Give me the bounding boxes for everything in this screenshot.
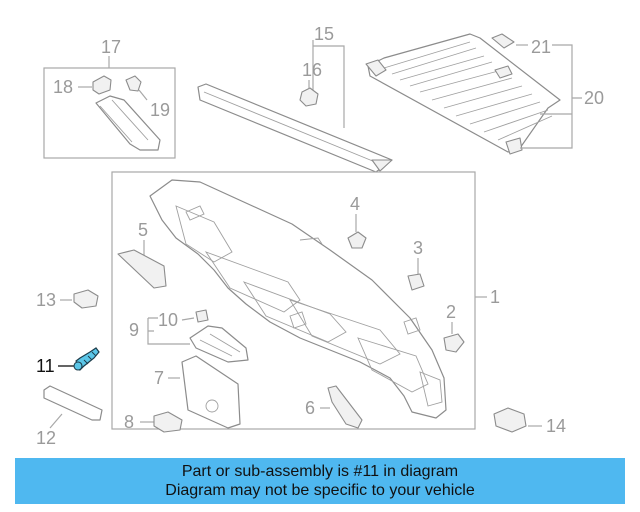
callout-21[interactable]: 21: [531, 37, 551, 57]
callout-9[interactable]: 9: [129, 320, 139, 340]
part-group-17: 17 18 19: [43, 37, 176, 159]
callout-7[interactable]: 7: [154, 368, 164, 388]
part-4[interactable]: [347, 231, 367, 249]
callout-13[interactable]: 13: [36, 290, 56, 310]
callout-16[interactable]: 16: [302, 60, 322, 80]
banner-line-2: Diagram may not be specific to your vehi…: [165, 482, 475, 499]
callout-11[interactable]: 11: [36, 356, 55, 376]
callout-12[interactable]: 12: [36, 428, 56, 448]
callout-4[interactable]: 4: [350, 194, 360, 214]
part-13[interactable]: [73, 289, 99, 309]
callout-18[interactable]: 18: [53, 77, 73, 97]
part-16-clip[interactable]: [299, 87, 319, 107]
part-12: 12: [36, 385, 103, 448]
rail-strip[interactable]: [197, 83, 393, 173]
callout-15[interactable]: 15: [314, 24, 334, 44]
part-18-clip[interactable]: [92, 75, 112, 95]
part-14[interactable]: [493, 407, 527, 433]
callout-5[interactable]: 5: [138, 220, 148, 240]
part-2[interactable]: [443, 333, 465, 353]
callout-6[interactable]: 6: [305, 398, 315, 418]
part-21-clip[interactable]: [491, 33, 515, 49]
callout-19[interactable]: 19: [150, 100, 170, 120]
part-7-cover[interactable]: [181, 355, 241, 429]
part-6[interactable]: [327, 385, 363, 429]
part-15-rail: 15 16: [197, 24, 393, 173]
parts-diagram: 17 18 19 15 16 21 20: [36, 24, 604, 448]
callout-20[interactable]: 20: [584, 88, 604, 108]
info-banner: Part or sub-assembly is #11 in diagram D…: [15, 458, 625, 504]
part-10[interactable]: [195, 309, 209, 323]
callout-3[interactable]: 3: [413, 238, 423, 258]
part-20-cargo-cover: 21 20: [365, 33, 604, 155]
part-8[interactable]: [153, 411, 183, 433]
banner-line-1: Part or sub-assembly is #11 in diagram: [181, 463, 459, 480]
part-5[interactable]: [117, 249, 167, 289]
part-14: 14: [493, 407, 566, 436]
part-12-strip[interactable]: [43, 385, 103, 421]
callout-10[interactable]: 10: [158, 310, 178, 330]
part-11: 11: [36, 347, 100, 376]
part-9[interactable]: [189, 325, 249, 363]
callout-17[interactable]: 17: [101, 37, 121, 57]
part-13: 13: [36, 289, 99, 310]
part-group-1: 1 5 4 3 2 9 10: [111, 171, 500, 433]
callout-8[interactable]: 8: [124, 412, 134, 432]
callout-1[interactable]: 1: [490, 287, 500, 307]
callout-2[interactable]: 2: [446, 302, 456, 322]
part-19-clip[interactable]: [125, 75, 142, 92]
callout-14[interactable]: 14: [546, 416, 566, 436]
part-3[interactable]: [407, 273, 425, 291]
trim-bracket[interactable]: [95, 95, 161, 151]
